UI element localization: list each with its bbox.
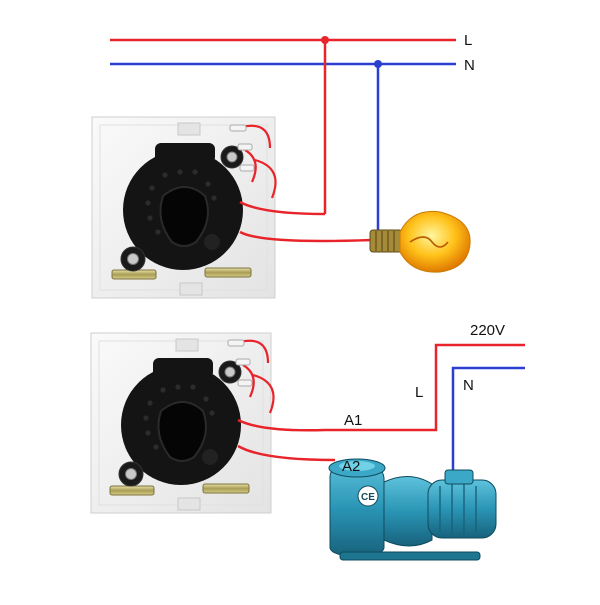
- bottom-right-terminal: [202, 483, 250, 494]
- bottom-timer-switch: [90, 332, 525, 514]
- bottom-lower-screw-icon: [125, 468, 137, 480]
- pump-motor: [427, 479, 497, 539]
- top-upper-screw-icon: [226, 151, 238, 163]
- top-load-wire: [239, 230, 373, 243]
- a1-wire: [237, 343, 525, 432]
- top-line-out-wire: [239, 200, 326, 216]
- top-lower-screw-icon: [127, 253, 139, 265]
- pool-pump-icon: CE: [328, 458, 497, 561]
- top-right-terminal: [204, 267, 252, 278]
- top-wire-sleeves: [229, 124, 255, 172]
- bottom-wire-sleeves: [227, 339, 253, 387]
- bottom-indicator-dots: [143, 384, 215, 450]
- top-line-label: L: [464, 32, 473, 49]
- ce-mark-badge: [357, 485, 379, 507]
- terminal-a1-label: A1: [344, 412, 363, 429]
- bottom-upper-screw-icon: [224, 366, 236, 378]
- top-timer-switch: [91, 116, 373, 299]
- ce-mark-text: CE: [361, 492, 375, 503]
- bottom-line-label: L: [415, 384, 424, 401]
- terminal-a2-label: A2: [342, 458, 361, 475]
- top-neutral-label: N: [464, 57, 475, 74]
- supply-voltage-label: 220V: [470, 322, 506, 339]
- top-indicator-dots: [145, 169, 217, 235]
- top-mains: [110, 36, 456, 230]
- pump-neutral-wire: [451, 366, 525, 503]
- bulb-glass: [399, 210, 471, 273]
- a2-wire: [237, 444, 336, 462]
- light-bulb-icon: [369, 210, 471, 273]
- bottom-neutral-label: N: [463, 377, 474, 394]
- bottom-switch-dial: [157, 401, 207, 462]
- bulb-base: [369, 229, 403, 253]
- top-switch-dial: [159, 186, 209, 247]
- bottom-left-terminal: [109, 485, 155, 496]
